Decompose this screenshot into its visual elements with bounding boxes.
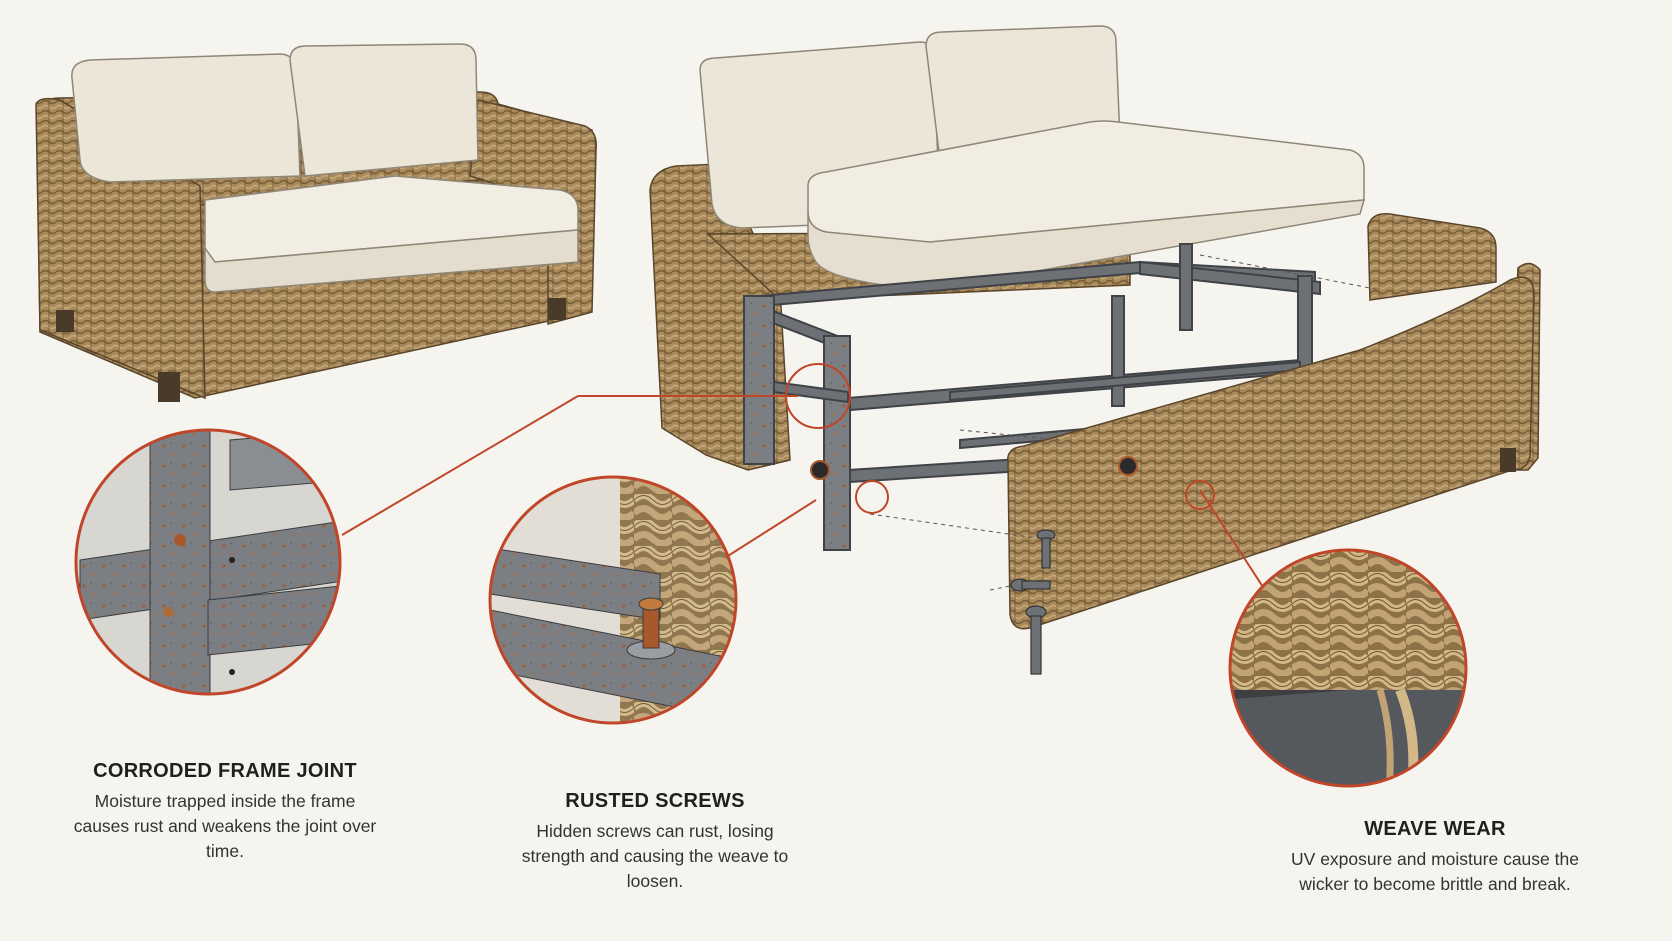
- callout-weave-wear: WEAVE WEAR UV exposure and moisture caus…: [1290, 818, 1580, 897]
- callout-description: UV exposure and moisture cause the wicke…: [1291, 849, 1579, 894]
- frame-joint-magnifier: [74, 428, 342, 696]
- callout-description: Hidden screws can rust, losing strength …: [521, 821, 789, 891]
- assembled-loveseat: [35, 43, 598, 402]
- callout-title: WEAVE WEAR: [1364, 818, 1506, 840]
- callout-rusted-screws: RUSTED SCREWS Hidden screws can rust, lo…: [505, 790, 805, 894]
- callout-frame-joint: CORRODED FRAME JOINT Moisture trapped in…: [70, 760, 380, 864]
- weave-wear-magnifier: [1228, 548, 1468, 788]
- callout-description: Moisture trapped inside the frame causes…: [73, 791, 377, 861]
- exploded-sofa-view: [649, 25, 1541, 675]
- callout-title: RUSTED SCREWS: [565, 790, 745, 812]
- callout-title: CORRODED FRAME JOINT: [93, 760, 357, 782]
